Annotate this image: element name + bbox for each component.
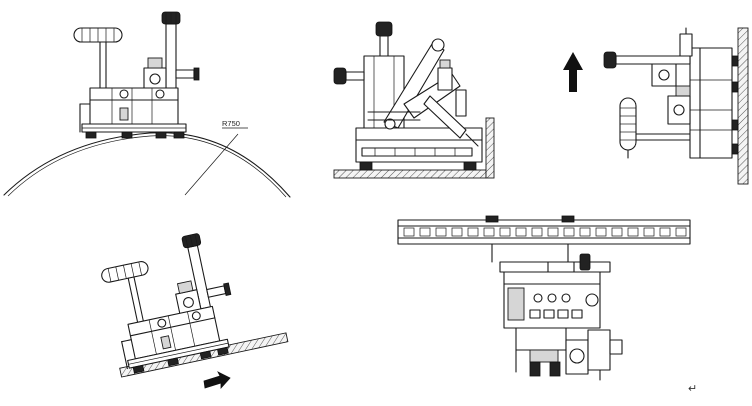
direction-arrow-right xyxy=(203,371,231,390)
corner-fillet-view xyxy=(333,21,495,179)
inclined-plate-view xyxy=(96,228,289,390)
return-mark: ↵ xyxy=(688,383,697,395)
direction-arrow-up xyxy=(563,52,583,92)
overhead-rail-view xyxy=(397,215,691,381)
pipe-mount-view: R750 xyxy=(3,11,291,198)
radius-label: R750 xyxy=(222,119,240,128)
vertical-wall-view xyxy=(603,27,749,185)
